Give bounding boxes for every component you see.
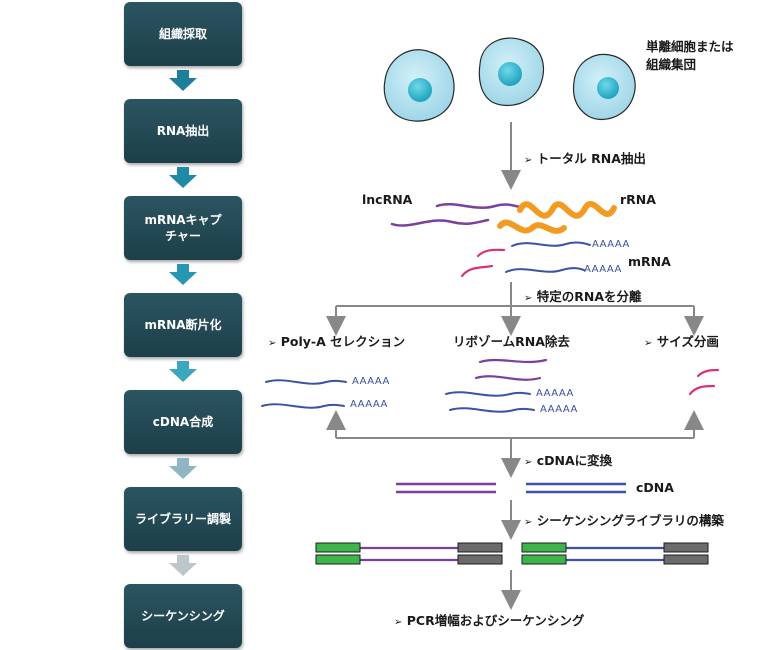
label-size-fractionation: ➢ サイズ分画 bbox=[644, 334, 719, 349]
ribo-mrna-1 bbox=[445, 391, 531, 397]
label-rrna: rRNA bbox=[620, 192, 656, 207]
adapter-green bbox=[521, 554, 567, 565]
ribo-lnc-1 bbox=[478, 358, 548, 364]
label-pcr-sequencing: ➢ PCR増幅およびシーケンシング bbox=[394, 613, 585, 628]
mrna-strand-1 bbox=[511, 241, 591, 247]
polya-products bbox=[261, 379, 347, 409]
size-small-rna-2 bbox=[688, 384, 716, 396]
step-tissue-collection: 組織採取 bbox=[124, 2, 242, 66]
rrna-strand-1 bbox=[517, 201, 617, 219]
workflow-arrows bbox=[169, 70, 197, 576]
label-lncrna: lncRNA bbox=[362, 192, 413, 207]
ribo-depleted-products bbox=[445, 358, 548, 413]
library-fragments bbox=[315, 542, 709, 565]
cdna-duplexes bbox=[396, 482, 626, 494]
adapter-green bbox=[315, 554, 361, 565]
step-library-prep: ライブラリー調製 bbox=[124, 487, 242, 551]
label-convert-cdna: ➢ cDNAに変換 bbox=[524, 453, 613, 468]
label-separate-rna: ➢ 特定のRNAを分離 bbox=[524, 289, 642, 304]
nucleus-1 bbox=[408, 78, 432, 102]
ribo-mrna-2 bbox=[449, 407, 535, 413]
small-rna-2 bbox=[460, 264, 494, 278]
nucleus-2 bbox=[498, 62, 522, 86]
step-mrna-fragmentation: mRNA断片化 bbox=[124, 293, 242, 357]
label-ribosomal-depletion: リボゾームRNA除去 bbox=[453, 334, 570, 349]
polya-tail-label: AAAAA bbox=[350, 399, 388, 410]
adapter-gray bbox=[663, 554, 709, 565]
mrna-strand-2 bbox=[505, 267, 585, 273]
rrna-strand-2 bbox=[497, 219, 567, 234]
label-polya-selection: ➢ Poly-A セレクション bbox=[268, 334, 406, 349]
polya-tail-label: AAAAA bbox=[540, 404, 578, 415]
adapter-green bbox=[315, 542, 361, 553]
step-mrna-capture: mRNAキャプ チャー bbox=[124, 196, 242, 260]
cells bbox=[383, 37, 636, 122]
cells-label: 単離細胞または 組織集団 bbox=[646, 39, 734, 72]
polya-tail-label: AAAAA bbox=[352, 376, 390, 387]
polya-tail-label: AAAAA bbox=[592, 239, 630, 250]
label-total-rna-extraction: ➢ トータル RNA抽出 bbox=[524, 151, 646, 166]
small-rna-1 bbox=[476, 248, 506, 258]
flow-arrow-2 bbox=[169, 167, 197, 188]
label-mrna: mRNA bbox=[628, 254, 671, 269]
step-cdna-synthesis: cDNA合成 bbox=[124, 390, 242, 454]
adapter-green bbox=[521, 542, 567, 553]
flow-arrow-4 bbox=[169, 361, 197, 382]
lncrna-strand-1 bbox=[435, 203, 522, 209]
adapter-gray bbox=[457, 554, 503, 565]
step-sequencing: シーケンシング bbox=[124, 584, 242, 648]
adapter-gray bbox=[663, 542, 709, 553]
polya-tail-label: AAAAA bbox=[536, 388, 574, 399]
flow-arrow-5 bbox=[169, 458, 197, 479]
polya-mrna-2 bbox=[261, 403, 345, 409]
lncrna-strand-2 bbox=[390, 218, 490, 227]
polya-mrna-1 bbox=[265, 379, 347, 385]
size-fraction-products bbox=[688, 368, 720, 396]
adapter-gray bbox=[457, 542, 503, 553]
ribo-lnc-2 bbox=[474, 375, 542, 381]
main-arrows bbox=[326, 122, 704, 610]
size-small-rna-1 bbox=[696, 368, 720, 378]
flow-arrow-1 bbox=[169, 70, 197, 91]
flow-arrow-3 bbox=[169, 264, 197, 285]
rna-mixture bbox=[390, 201, 617, 278]
label-library-construction: ➢ シーケンシングライブラリの構築 bbox=[524, 513, 724, 528]
label-cdna: cDNA bbox=[636, 480, 674, 495]
nucleus-3 bbox=[597, 77, 619, 99]
step-rna-extraction: RNA抽出 bbox=[124, 99, 242, 163]
flow-arrow-6 bbox=[169, 555, 197, 576]
polya-tail-label: AAAAA bbox=[584, 264, 622, 275]
